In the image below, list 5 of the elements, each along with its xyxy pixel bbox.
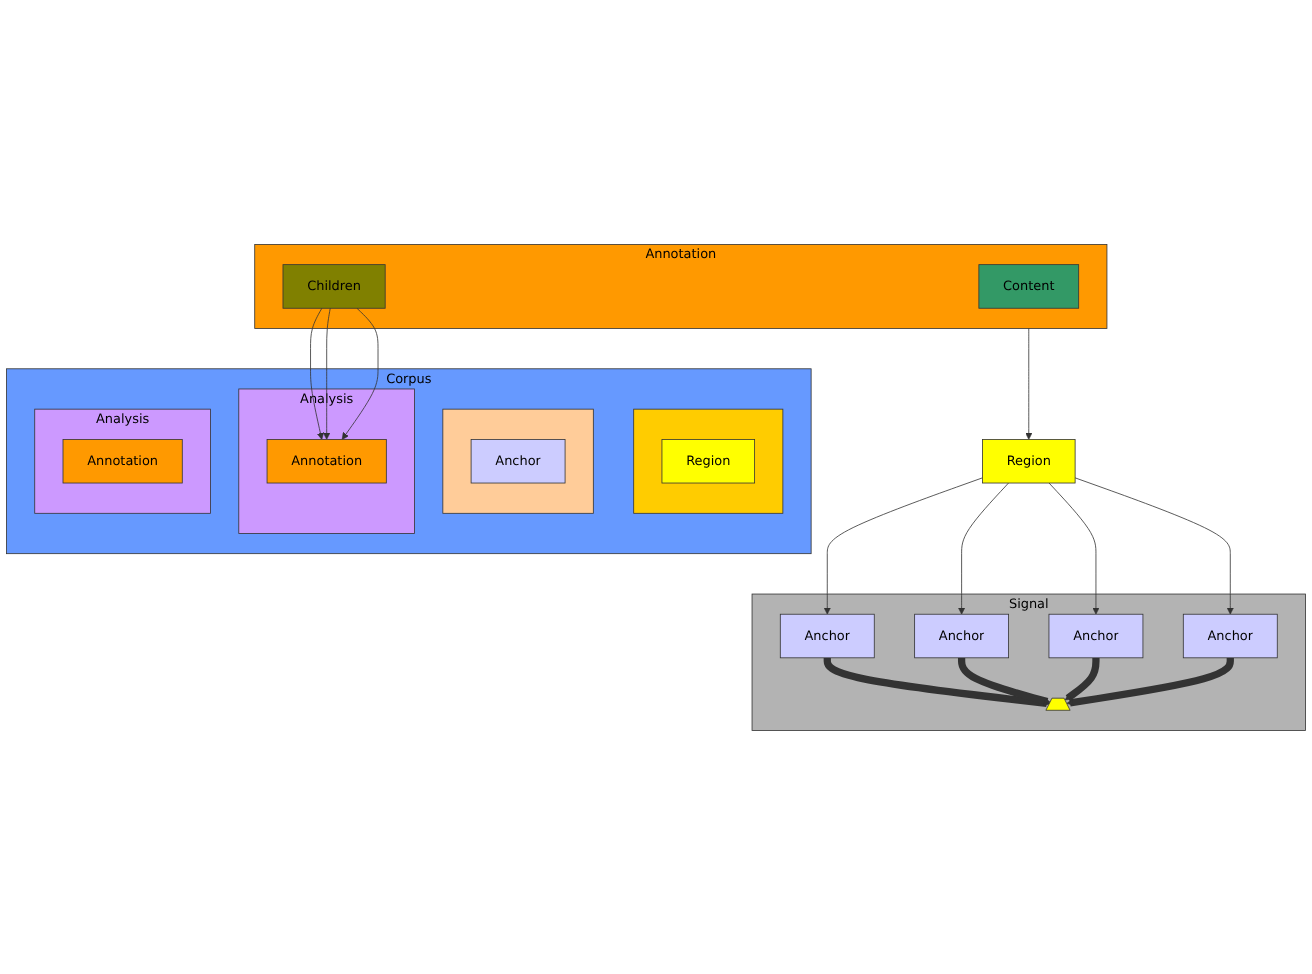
node-trapezoid [1045, 697, 1071, 711]
arrow [957, 657, 1051, 705]
cluster [442, 408, 594, 514]
cluster [633, 408, 784, 514]
arrow [1064, 657, 1100, 701]
